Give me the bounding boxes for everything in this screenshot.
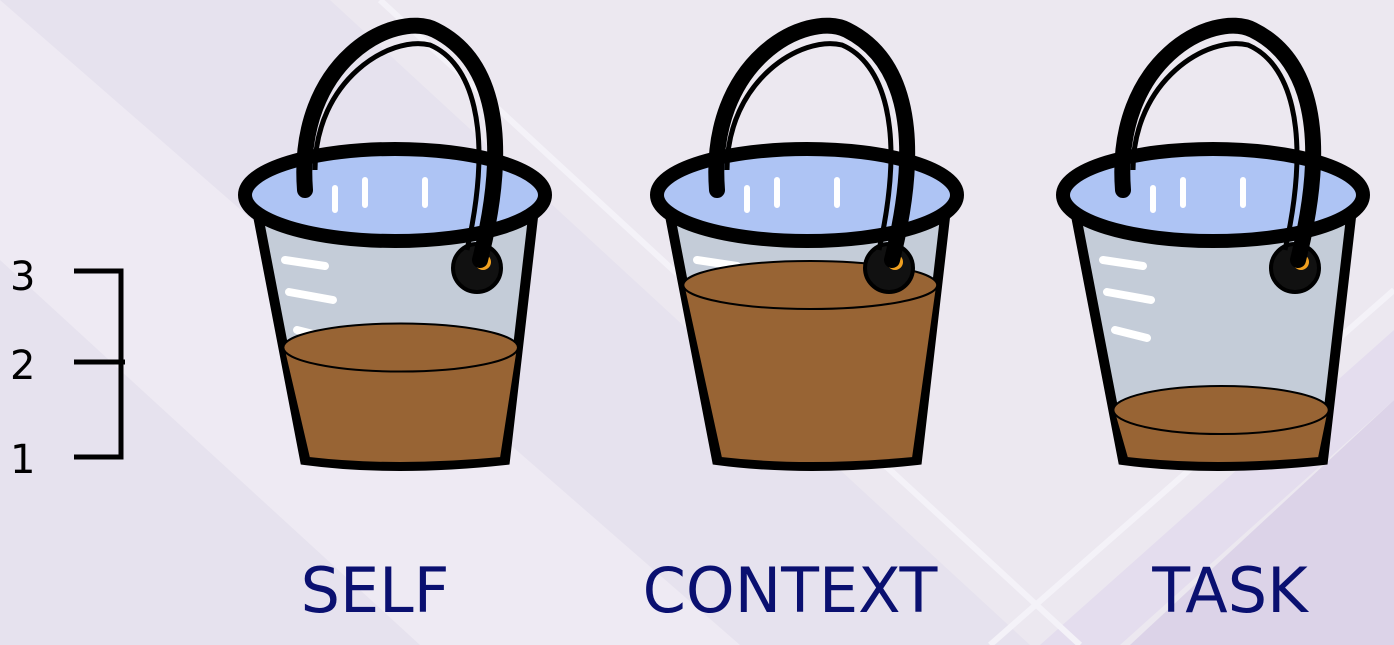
scale-tick-label-2: 2 (10, 343, 36, 389)
bucket-rim (1056, 142, 1370, 248)
bucket-drawing (1056, 17, 1370, 471)
bucket-fill-surface (282, 322, 519, 373)
scale-tick-label-3: 3 (10, 254, 36, 300)
bucket-handle-inner (1130, 41, 1300, 251)
scale-tick-label-1: 1 (10, 437, 36, 483)
bucket-handle (296, 17, 504, 268)
bucket-handle (1114, 17, 1322, 268)
bucket-label-task: TASK (1152, 554, 1308, 627)
bucket-drawing (238, 17, 552, 471)
bucket-water-glare (1150, 177, 1246, 213)
bucket-context (627, 0, 987, 520)
bucket-fill (682, 284, 939, 464)
bucket-drawing (650, 17, 964, 471)
bucket-label-self: SELF (300, 554, 450, 627)
level-scale: 3 2 1 (0, 0, 140, 645)
bucket-label-context: CONTEXT (642, 554, 938, 627)
bucket-fill-surface (1112, 385, 1330, 435)
bucket-glare (1099, 256, 1155, 342)
bucket-task (1033, 0, 1393, 520)
bucket-water-glare (744, 177, 840, 213)
bucket-rim (650, 142, 964, 248)
bucket-handle-inner (724, 41, 894, 251)
bucket-handle-inner (312, 41, 482, 251)
bucket-rim (238, 142, 552, 248)
bucket-water-glare (332, 177, 428, 213)
bucket-fill (282, 346, 520, 464)
bucket-handle (708, 17, 916, 268)
bucket-self (215, 0, 575, 520)
scale-bracket (74, 268, 125, 460)
